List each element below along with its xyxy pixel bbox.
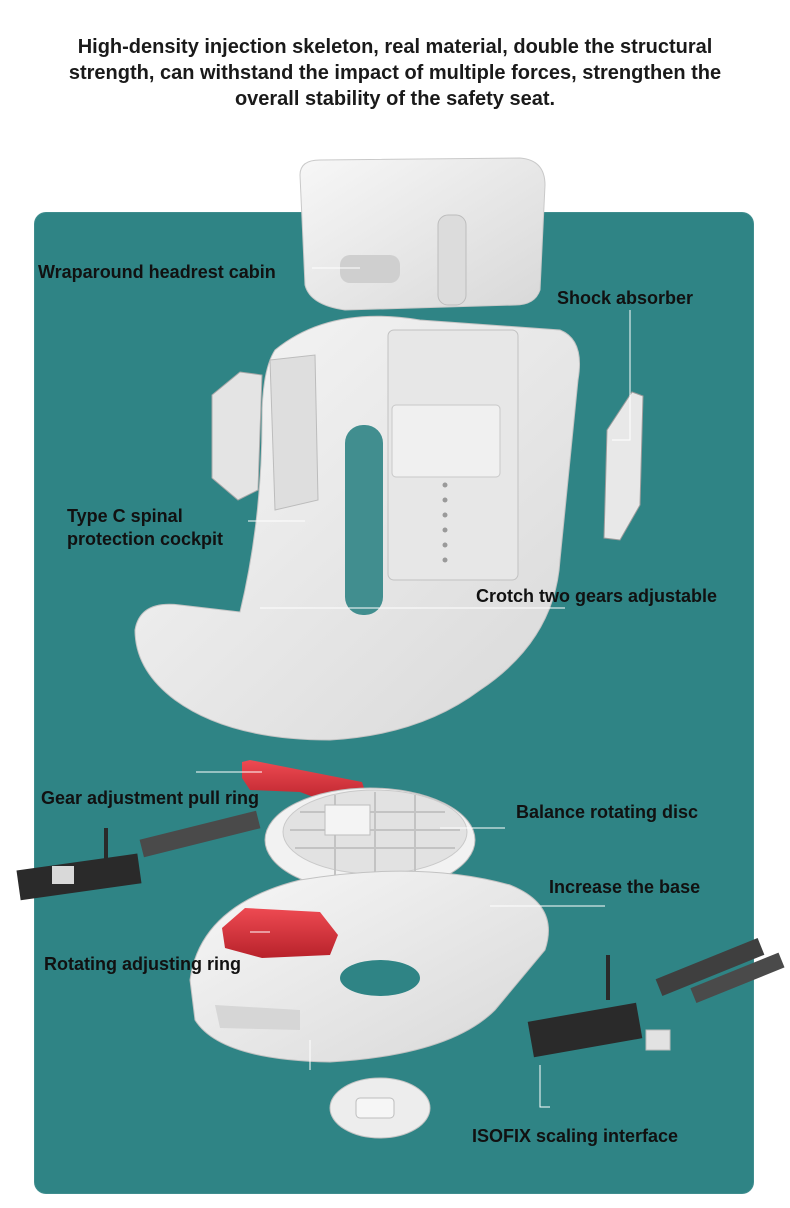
label-spinal-line2: protection cockpit xyxy=(67,529,224,549)
label-crotch: Crotch two gears adjustable xyxy=(476,586,718,606)
left-side-pad xyxy=(211,371,263,501)
label-pull-ring: Gear adjustment pull ring xyxy=(41,788,260,808)
headline: High-density injection skeleton, real ma… xyxy=(68,36,722,110)
leader-lines xyxy=(196,267,631,1108)
label-base: Increase the base xyxy=(549,877,701,897)
headrest-part xyxy=(299,157,546,311)
rotating-disc-part xyxy=(264,787,476,893)
base-part xyxy=(189,870,549,1063)
shock-absorber-part xyxy=(603,391,644,541)
label-isofix: ISOFIX scaling interface xyxy=(472,1126,679,1146)
isofix-left-part xyxy=(16,810,261,901)
isofix-right-part xyxy=(527,938,785,1058)
seat-shell-part xyxy=(134,315,580,741)
rotating-ring-part xyxy=(222,908,338,958)
label-rotating-disc: Balance rotating disc xyxy=(516,802,699,822)
label-spinal-line1: Type C spinal xyxy=(67,506,183,526)
label-headrest: Wraparound headrest cabin xyxy=(38,262,276,282)
label-shock-absorber: Shock absorber xyxy=(557,288,694,308)
round-cap-part xyxy=(329,1077,431,1139)
label-rotating-ring: Rotating adjusting ring xyxy=(44,954,241,974)
